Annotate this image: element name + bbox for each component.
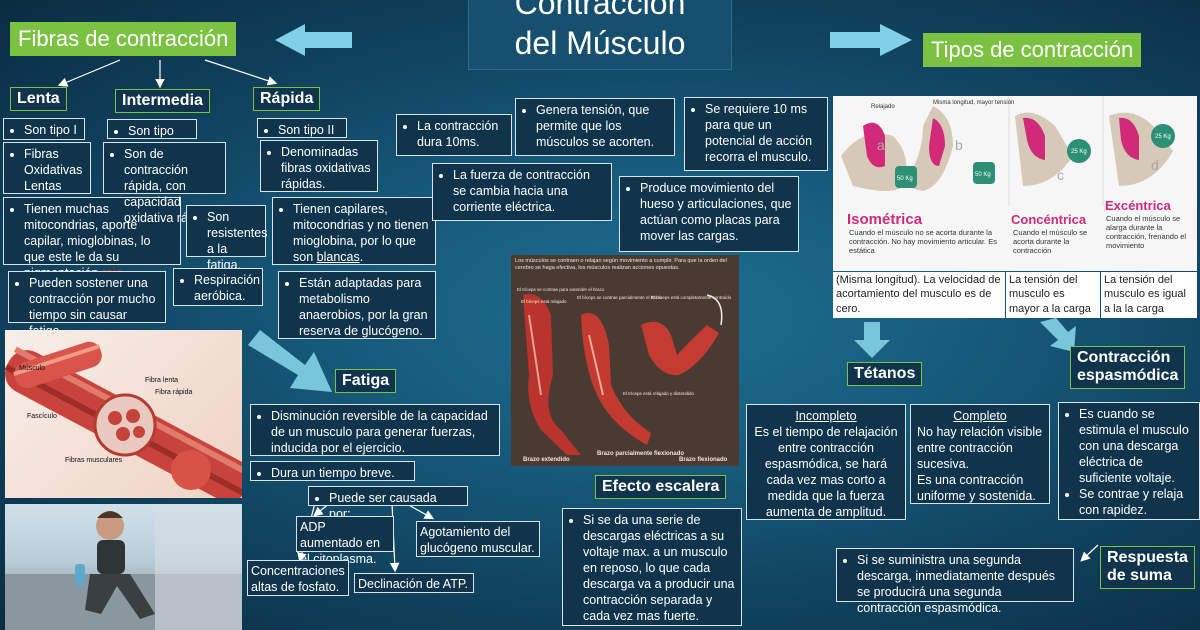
escalera-b1: Si se da una serie de descargas eléctric… [562, 508, 742, 626]
panel-letter-d: d [1151, 157, 1159, 173]
arm-label-parcial: Brazo parcialmente flexionado [597, 451, 684, 457]
incompleto-title: Incompleto [795, 409, 857, 423]
title-line-1: Contracción [514, 0, 686, 21]
lenta-b4: Pueden sostener una contracción por much… [8, 271, 166, 338]
fatiga-cause-adp: ADP aumentado en el citoplasma. [296, 516, 394, 566]
fatiga-b2: Dura un tiempo breve. [250, 461, 415, 481]
lenta-b2: Fibras Oxidativas Lentas [3, 142, 91, 194]
arm-label-extendido: Brazo extendido [523, 457, 570, 463]
arm-figure-caption: Los músculos se contraen o relajan según… [515, 258, 727, 271]
concentrica-title: Concéntrica [1011, 212, 1087, 227]
arrow-fatiga-icon [248, 330, 332, 392]
arrow-espasmodica-icon [1040, 318, 1076, 352]
espasmodica-label: Contracción espasmódica [1070, 346, 1186, 389]
muscle-fiber-illustration: Músculo Fibra lenta Fibra rápida Fascícu… [5, 341, 242, 498]
arm-note-4: El bíceps está completamente contraído [651, 295, 732, 300]
athlete-illustration [5, 504, 242, 630]
weight-3: 25 Kg [1071, 149, 1087, 155]
center-b1: La contracción dura 10ms. [396, 114, 512, 156]
excentrica-desc: Cuando el músculo se alarga durante la c… [1106, 214, 1187, 250]
weight-2: 50 Kg [975, 172, 991, 178]
center-b4: La fuerza de contracción se cambia hacia… [432, 163, 612, 221]
intermedia-b4: Respiración aeróbica. [173, 268, 263, 306]
rapida-label: Rápida [253, 87, 321, 112]
panel-letter-c: c [1057, 167, 1064, 183]
title-line-2: del Músculo [514, 25, 686, 61]
center-b2: Genera tensión, que permite que los músc… [515, 98, 675, 156]
arrow-right-icon [830, 24, 912, 56]
tipos-desc-isometrica: (Misma longitud). La velocidad de acorta… [833, 272, 1005, 318]
isometrica-title: Isométrica [847, 211, 923, 228]
athlete-photo [5, 504, 242, 630]
excentrica-title: Excéntrica [1105, 198, 1172, 213]
center-b5: Produce movimiento del hueso y articulac… [619, 176, 799, 252]
intermedia-b3: Son resistentes a la fatiga. [186, 205, 267, 272]
intermedia-label: Intermedia [115, 89, 210, 114]
fatiga-cause-fosfato: Concentraciones altas de fosfato. [247, 560, 349, 596]
contraction-types-panel: Relajado Misma longitud, mayor tensión a… [833, 96, 1197, 271]
label-musculo: Músculo [19, 365, 45, 372]
tipos-desc-excentrica: La tensión del musculo es igual a la la … [1101, 272, 1197, 318]
rapida-b1: Son tipo II [257, 118, 347, 138]
respuesta-label: Respuesta de suma [1100, 546, 1195, 589]
respuesta-body: Si se suministra una segunda descarga, i… [836, 548, 1074, 615]
arm-label-flexionado: Brazo flexionado [679, 457, 728, 463]
fatiga-b3: Puede ser causada por: [308, 486, 468, 521]
muscle-anatomy-image: Músculo Fibra lenta Fibra rápida Fascícu… [5, 330, 242, 498]
completo-text-1: No hay relación visible entre contracció… [917, 425, 1043, 471]
incompleto-text: Es el tiempo de relajación entre contrac… [754, 425, 898, 519]
concentrica-desc: Cuando el músculo se acorta durante la c… [1013, 228, 1088, 255]
arm-flexion-figure: Los músculos se contraen o relajan según… [511, 255, 739, 466]
panel-relajado: Relajado [871, 104, 895, 110]
arm-note-1: El tríceps se contrae para extender el b… [517, 287, 605, 292]
weight-4: 25 Kg [1155, 134, 1171, 140]
fibras-heading: Fibras de contracción [10, 22, 237, 56]
espasmodica-body: Es cuando se estimula el musculo con una… [1058, 402, 1200, 520]
label-fibra-rapida: Fibra rápida [155, 389, 192, 396]
label-fibra-lenta: Fibra lenta [145, 377, 178, 384]
tipos-desc-concentrica: La tensión del musculo es mayor a la car… [1006, 272, 1100, 318]
lenta-label: Lenta [10, 87, 67, 112]
panel-letter-b: b [955, 137, 963, 153]
intermedia-b2: Son de contracción rápida, con capacidad… [103, 142, 226, 225]
contraction-types-illustration: Relajado Misma longitud, mayor tensión a… [833, 96, 1197, 271]
rapida-b2: Denominadas fibras oxidativas rápidas. [260, 140, 378, 192]
panel-misma: Misma longitud, mayor tensión [933, 100, 1014, 106]
arm-note-2: El bíceps está relajado [521, 299, 567, 304]
lenta-b3: Tienen muchas mitocondrias, aporte capil… [3, 197, 181, 280]
rapida-b4: Están adaptadas para metabolismo anaerob… [278, 271, 436, 339]
completo-text-2: Es una contracción uniforme y sostenida. [917, 473, 1036, 503]
label-fasciculo: Fascículo [27, 413, 57, 420]
tipos-heading: Tipos de contracción [923, 33, 1142, 67]
lenta-b1: Son tipo I [3, 118, 85, 140]
tetanos-incompleto: Incompleto Es el tiempo de relajación en… [746, 404, 906, 520]
arrow-left-icon [275, 24, 352, 56]
fatiga-label: Fatiga [335, 369, 397, 394]
rapida-b3: Tienen capilares, mitocondrias y no tien… [272, 197, 436, 265]
label-fibras-musculares: Fibras musculares [65, 457, 123, 464]
center-b3: Se requiere 10 ms para que un potencial … [684, 97, 828, 171]
arm-note-5: El tríceps está relajado y distendido [623, 391, 695, 396]
arm-note-3: El bíceps se contrae parcialmente el bra… [577, 295, 663, 300]
arrow-tetanos-icon [854, 322, 890, 358]
tetanos-label: Tétanos [847, 362, 923, 387]
fatiga-b1: Disminución reversible de la capacidad d… [250, 404, 500, 456]
intermedia-b1: Son tipo IIA [107, 119, 197, 154]
fatiga-cause-glucogeno: Agotamiento del glucógeno muscular. [416, 521, 540, 557]
escalera-label: Efecto escalera [595, 475, 727, 500]
isometrica-desc: Cuando el músculo no se acorta durante l… [849, 228, 997, 255]
title-banner: Contracción del Músculo [468, 0, 732, 70]
fatiga-cause-atp: Declinación de ATP. [354, 573, 474, 593]
panel-letter-a: a [877, 137, 885, 153]
arm-flexion-illustration: El tríceps se contrae para extender el b… [517, 287, 732, 463]
tetanos-completo: Completo No hay relación visible entre c… [910, 404, 1050, 504]
weight-1: 50 Kg [897, 176, 913, 182]
completo-title: Completo [953, 409, 1007, 423]
